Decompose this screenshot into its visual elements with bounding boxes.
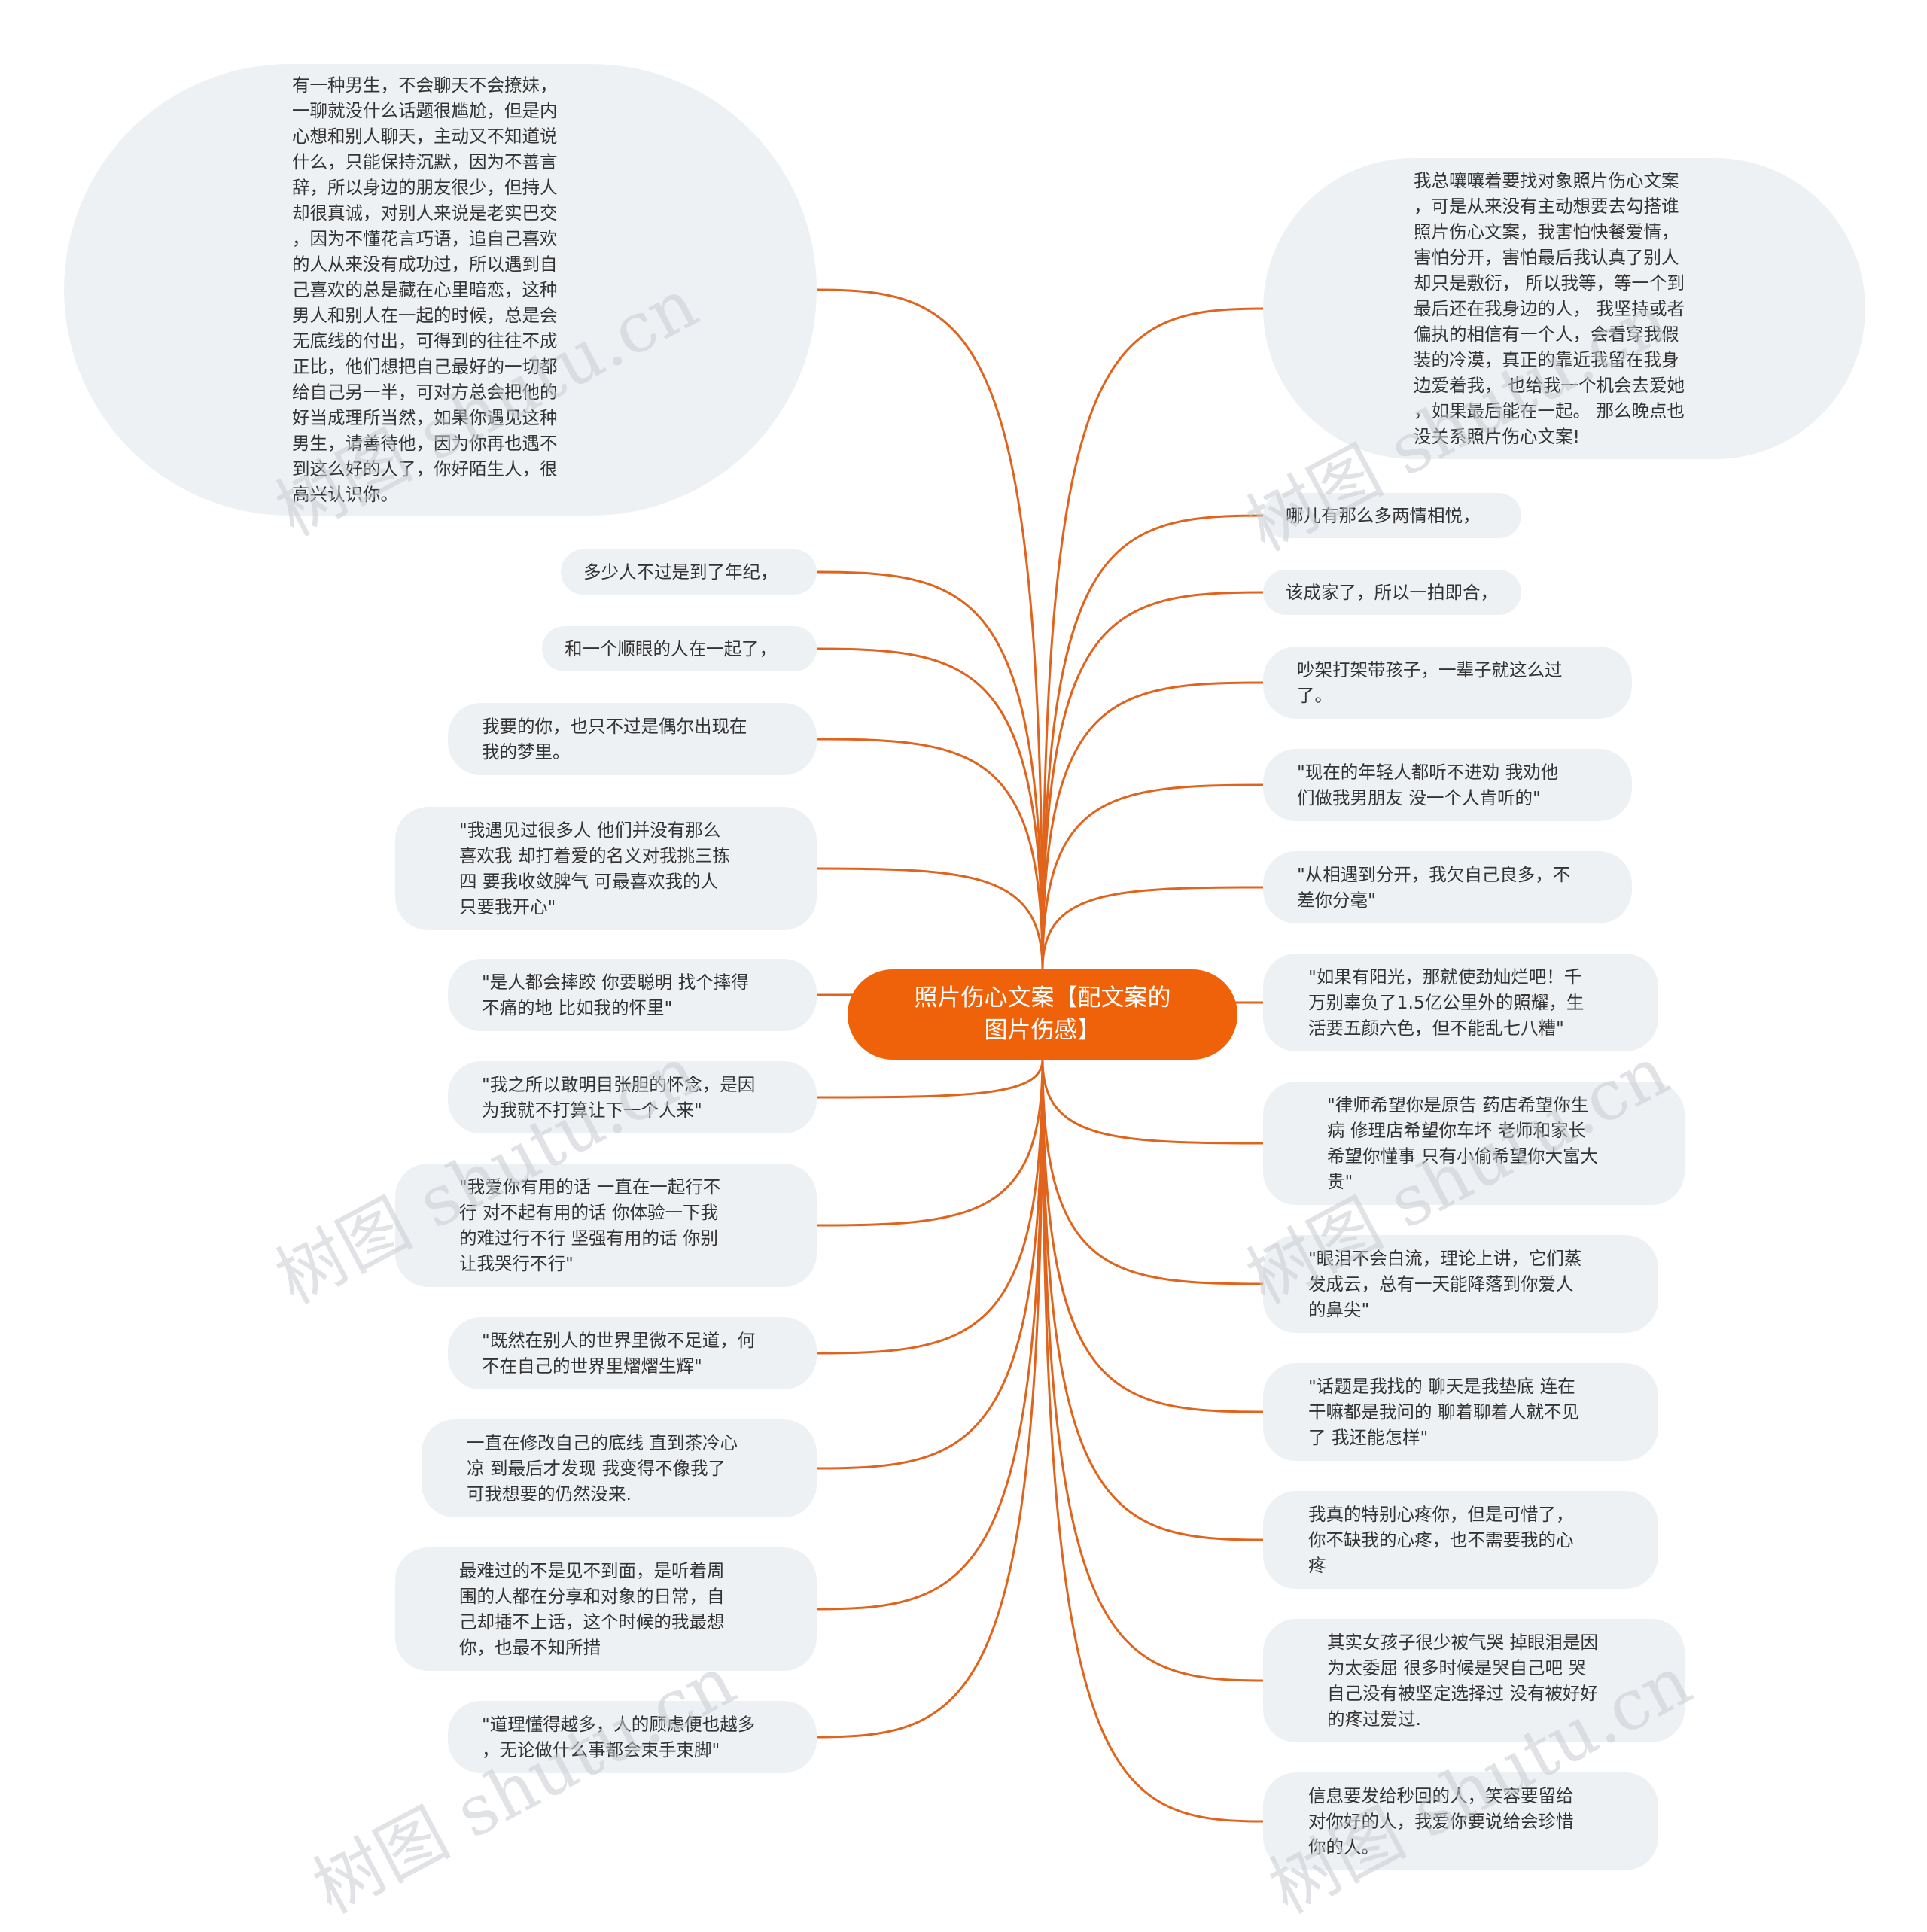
right-topic-node[interactable]: 其实女孩子很少被气哭 掉眼泪是因 为太委屈 很多时候是哭自己吧 哭 自己没有被坚… (1263, 1619, 1685, 1742)
left-topic-node[interactable]: 一直在修改自己的底线 直到茶冷心 凉 到最后才发现 我变得不像我了 可我想要的仍… (422, 1419, 817, 1517)
left-topic-text: 和一个顺眼的人在一起了， (565, 638, 777, 659)
right-branch-line (1041, 307, 1264, 970)
left-topic-node[interactable]: 我要的你，也只不过是偶尔出现在 我的梦里。 (448, 703, 817, 775)
left-topic-node[interactable]: "道理懂得越多，人的顾虑便也越多 ，无论做什么事都会束手束脚" (448, 1701, 817, 1773)
right-topic-node[interactable]: "眼泪不会白流，理论上讲，它们蒸 发成云，总有一天能降落到你爱人 的鼻尖" (1263, 1235, 1658, 1333)
right-topic-text: 该成家了，所以一拍即合， (1286, 582, 1498, 603)
left-topic-text: "我遇见过很多人 他们并没有那么 喜欢我 却打着爱的名义对我挑三拣 四 要我收敛… (459, 820, 730, 917)
left-branch-line (816, 738, 1044, 970)
right-topic-node[interactable]: 信息要发给秒回的人，笑容要留给 对你好的人，我爱你要说给会珍惜 你的人。 (1263, 1772, 1658, 1870)
right-branch-line (1041, 1059, 1264, 1285)
right-topic-node[interactable]: "现在的年轻人都听不进劝 我劝他 们做我男朋友 没一个人肯听的" (1263, 749, 1632, 821)
left-topic-node[interactable]: 多少人不过是到了年纪， (561, 549, 817, 595)
left-topic-text: "我之所以敢明目张胆的怀念，是因 为我就不打算让下一个人来" (482, 1074, 756, 1121)
left-branch-line (816, 867, 1044, 970)
left-topic-text: "既然在别人的世界里微不足道，何 不在自己的世界里熠熠生辉" (482, 1330, 756, 1377)
right-topic-text: 我总嚷嚷着要找对象照片伤心文案 ，可是从来没有主动想要去勾搭谁 照片伤心文案，我… (1414, 170, 1685, 447)
right-topic-node[interactable]: "如果有阳光，那就使劲灿烂吧！千 万别辜负了1.5亿公里外的照耀，生 活要五颜六… (1263, 954, 1658, 1051)
right-branch-line (1041, 1059, 1264, 1823)
right-topic-text: "从相遇到分开，我欠自己良多，不 差你分毫" (1297, 864, 1571, 911)
left-topic-node[interactable]: "我遇见过很多人 他们并没有那么 喜欢我 却打着爱的名义对我挑三拣 四 要我收敛… (395, 807, 817, 930)
right-branch-line (1041, 886, 1264, 970)
central-topic-node[interactable]: 照片伤心文案【配文案的 图片伤感】 (848, 969, 1237, 1060)
right-branch-line (1041, 1059, 1264, 1541)
left-branch-line (816, 1059, 1044, 1227)
right-branch-line (1041, 514, 1264, 970)
left-topic-text: 我要的你，也只不过是偶尔出现在 我的梦里。 (482, 716, 747, 762)
left-branch-line (816, 1059, 1044, 1739)
left-topic-node[interactable]: "我之所以敢明目张胆的怀念，是因 为我就不打算让下一个人来" (448, 1061, 817, 1133)
left-branch-line (816, 1059, 1044, 1611)
right-topic-text: 哪儿有那么多两情相悦， (1286, 505, 1481, 526)
left-topic-text: 最难过的不是见不到面，是听着周 围的人都在分享和对象的日常，自 己却插不上话，这… (459, 1560, 725, 1658)
left-topic-node[interactable]: 和一个顺眼的人在一起了， (542, 626, 817, 671)
right-topic-node[interactable]: 哪儿有那么多两情相悦， (1263, 493, 1521, 538)
right-topic-node[interactable]: "从相遇到分开，我欠自己良多，不 差你分毫" (1263, 851, 1632, 923)
right-topic-text: "话题是我找的 聊天是我垫底 连在 干嘛都是我问的 聊着聊着人就不见 了 我还能… (1308, 1376, 1579, 1448)
right-topic-node[interactable]: 我总嚷嚷着要找对象照片伤心文案 ，可是从来没有主动想要去勾搭谁 照片伤心文案，我… (1263, 158, 1865, 459)
right-topic-node[interactable]: "律师希望你是原告 药店希望你生 病 修理店希望你车坏 老师和家长 希望你懂事 … (1263, 1082, 1685, 1205)
left-branch-line (816, 647, 1044, 970)
left-branch-line (816, 1059, 1044, 1470)
left-topic-node[interactable]: 最难过的不是见不到面，是听着周 围的人都在分享和对象的日常，自 己却插不上话，这… (395, 1547, 817, 1671)
left-topic-text: 一直在修改自己的底线 直到茶冷心 凉 到最后才发现 我变得不像我了 可我想要的仍… (467, 1432, 738, 1505)
right-topic-node[interactable]: 我真的特别心疼你，但是可惜了， 你不缺我的心疼，也不需要我的心 疼 (1263, 1491, 1658, 1589)
right-topic-text: 其实女孩子很少被气哭 掉眼泪是因 为太委屈 很多时候是哭自己吧 哭 自己没有被坚… (1327, 1632, 1598, 1730)
left-branch-line (816, 1059, 1044, 1355)
right-topic-text: 我真的特别心疼你，但是可惜了， 你不缺我的心疼，也不需要我的心 疼 (1308, 1504, 1574, 1576)
right-topic-text: "现在的年轻人都听不进劝 我劝他 们做我男朋友 没一个人肯听的" (1297, 762, 1559, 808)
left-topic-node[interactable]: 有一种男生，不会聊天不会撩妹， 一聊就没什么话题很尴尬，但是内 心想和别人聊天，… (64, 64, 817, 516)
right-topic-text: 信息要发给秒回的人，笑容要留给 对你好的人，我爱你要说给会珍惜 你的人。 (1308, 1785, 1574, 1857)
right-branch-line (1041, 1059, 1264, 1682)
right-topic-node[interactable]: 该成家了，所以一拍即合， (1263, 570, 1521, 615)
left-topic-node[interactable]: "我爱你有用的话 一直在一起行不 行 对不起有用的话 你体验一下我 的难过行不行… (395, 1164, 817, 1287)
right-branch-line (1041, 681, 1264, 970)
left-topic-text: "道理懂得越多，人的顾虑便也越多 ，无论做什么事都会束手束脚" (482, 1714, 756, 1760)
left-branch-line (816, 1059, 1044, 1099)
right-topic-node[interactable]: 吵架打架带孩子，一辈子就这么过 了。 (1263, 647, 1632, 719)
right-topic-text: "眼泪不会白流，理论上讲，它们蒸 发成云，总有一天能降落到你爱人 的鼻尖" (1308, 1248, 1582, 1320)
right-topic-node[interactable]: "话题是我找的 聊天是我垫底 连在 干嘛都是我问的 聊着聊着人就不见 了 我还能… (1263, 1363, 1658, 1461)
left-topic-node[interactable]: "既然在别人的世界里微不足道，何 不在自己的世界里熠熠生辉" (448, 1317, 817, 1389)
left-branch-line (816, 570, 1044, 970)
right-branch-line (1041, 591, 1264, 970)
left-topic-text: 多少人不过是到了年纪， (583, 561, 778, 583)
right-topic-text: "如果有阳光，那就使劲灿烂吧！千 万别辜负了1.5亿公里外的照耀，生 活要五颜六… (1308, 966, 1585, 1039)
right-branch-line (1041, 1059, 1264, 1413)
right-topic-text: "律师希望你是原告 药店希望你生 病 修理店希望你车坏 老师和家长 希望你懂事 … (1327, 1094, 1598, 1192)
left-branch-line (816, 288, 1044, 970)
right-branch-line (1041, 783, 1264, 970)
left-topic-text: "我爱你有用的话 一直在一起行不 行 对不起有用的话 你体验一下我 的难过行不行… (459, 1176, 721, 1274)
left-topic-text: 有一种男生，不会聊天不会撩妹， 一聊就没什么话题很尴尬，但是内 心想和别人聊天，… (292, 75, 558, 505)
left-topic-node[interactable]: "是人都会摔跤 你要聪明 找个摔得 不痛的地 比如我的怀里" (448, 959, 817, 1031)
right-branch-line (1041, 1059, 1264, 1145)
right-topic-text: 吵架打架带孩子，一辈子就这么过 了。 (1297, 659, 1563, 706)
left-topic-text: "是人都会摔跤 你要聪明 找个摔得 不痛的地 比如我的怀里" (482, 972, 749, 1018)
